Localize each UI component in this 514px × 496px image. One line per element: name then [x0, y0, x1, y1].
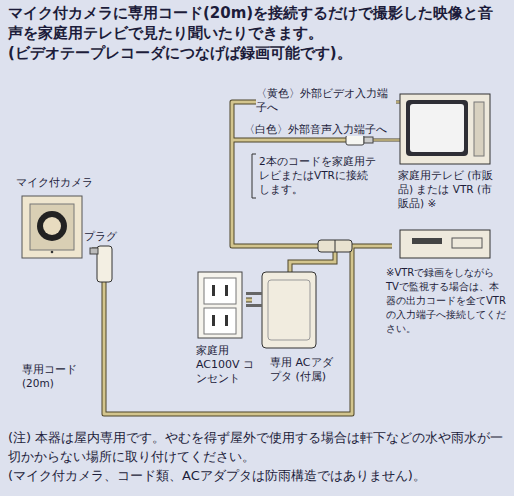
- caution-note: (マイク付カメラ、コード類、ACアダプタは防雨構造ではありません)。: [8, 466, 508, 485]
- tv-set: [400, 94, 490, 164]
- vtr-note: ※VTRで録画をしながらTVで監視する場合は、本器の出力コードを全てVTRの入力…: [386, 266, 506, 336]
- vtr: [400, 230, 490, 258]
- part-label: 専用コード (20m): [22, 362, 98, 390]
- camera-face: [30, 204, 74, 250]
- camera-body: [22, 196, 82, 258]
- cable: [92, 246, 392, 414]
- terminal-label: 〈黄色〉外部ビデオ入力端子へ: [256, 86, 396, 114]
- title: マイク付カメラに専用コード(20m)を接続するだけで撮影した映像と音声を家庭用テ…: [8, 3, 508, 43]
- bracket: [252, 154, 256, 198]
- plug: [90, 246, 112, 282]
- caution-note: (注) 本器は屋内専用です。やむを得ず屋外で使用する場合は軒下などの水や雨水が一…: [8, 428, 508, 466]
- connect-note: 2本のコードを家庭用テレビまたはVTRに接続します。: [259, 154, 377, 196]
- rca-cable: [232, 102, 400, 246]
- camera-lens-ring: [37, 211, 67, 241]
- ac-outlet: [198, 272, 242, 338]
- outlet-label: 家庭用 AC100V コンセント: [196, 344, 258, 386]
- adapter-cord: [290, 252, 335, 272]
- camera-lens: [43, 217, 61, 235]
- terminal-label: 〈白色〉外部音声入力端子へ: [244, 122, 394, 136]
- camera-node: マイク付カメラ: [16, 176, 92, 266]
- ac-adapter: [246, 272, 316, 348]
- cable-joint: [318, 240, 352, 252]
- camera-mic: [51, 251, 54, 254]
- adapter-label: 専用 ACアダプタ (付属): [270, 356, 334, 384]
- rca-plug-white: [346, 135, 373, 145]
- tv-vtr-label: 家庭用テレビ (市販品) または VTR (市販品) ※: [398, 168, 494, 210]
- adapter-node: 専用 ACアダプタ (付属): [252, 266, 324, 402]
- cable: [246, 300, 252, 301]
- camera-label: マイク付カメラ: [16, 176, 96, 190]
- subtitle: (ビデオテープレコーダにつなげば録画可能です)。: [8, 43, 508, 63]
- part-label: プラグ: [84, 229, 134, 243]
- outlet-node: 家庭用 AC100V コンセント: [194, 268, 246, 390]
- tv-vtr-node: 家庭用テレビ (市販品) または VTR (市販品) ※: [392, 90, 504, 262]
